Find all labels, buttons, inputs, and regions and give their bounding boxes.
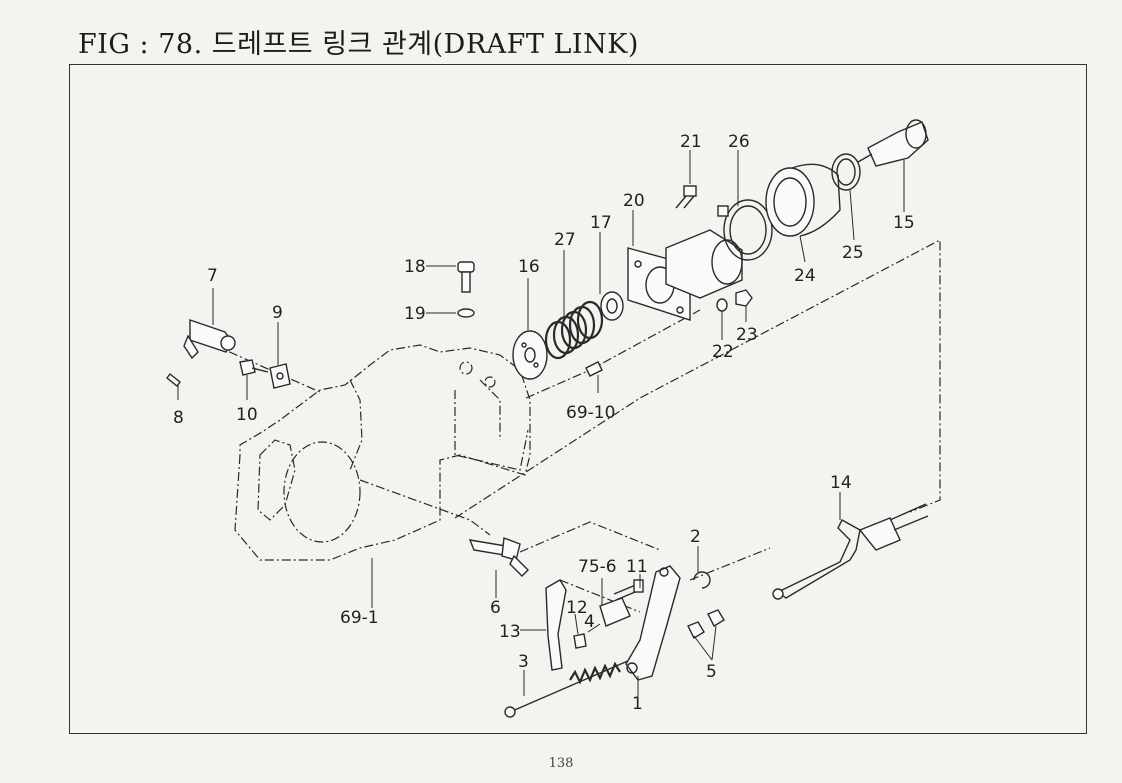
callout-5: 5 [706, 662, 717, 682]
part-15-end-fitting [857, 119, 929, 167]
part-26-clamp [717, 199, 773, 261]
part-21-bolt [675, 185, 697, 209]
callout-23: 23 [736, 325, 758, 345]
part-10-bolt [239, 359, 269, 376]
page-title: FIG : 78. 드레프트 링크 관계(DRAFT LINK) [78, 29, 639, 60]
part-7-arm [183, 319, 236, 360]
callout-26: 26 [728, 132, 750, 152]
part-9-plate [269, 363, 291, 389]
callout-69-1: 69-1 [340, 608, 379, 628]
callout-1: 1 [632, 694, 643, 714]
leader-lines [177, 150, 905, 706]
part-24-boot [765, 163, 841, 237]
callout-7: 7 [207, 266, 218, 286]
part-16-disc [512, 330, 548, 380]
callout-10: 10 [236, 405, 258, 425]
part-69-10-pin [585, 361, 603, 377]
part-8-pin [166, 373, 181, 387]
callout-21: 21 [680, 132, 702, 152]
callout-14: 14 [830, 473, 852, 493]
callout-12: 12 [566, 598, 588, 618]
part-11-bolt [613, 579, 644, 601]
transmission-housing [234, 344, 531, 561]
part-13-lever [545, 579, 567, 671]
part-23-nut [735, 289, 753, 307]
assembly-guide-lines [197, 239, 941, 613]
callout-4: 4 [584, 612, 595, 632]
callout-22: 22 [712, 342, 734, 362]
part-4-clip [599, 597, 631, 627]
callout-11: 11 [626, 557, 648, 577]
part-6-shaft [468, 537, 529, 577]
callout-27: 27 [554, 230, 576, 250]
callout-75-6: 75-6 [578, 557, 617, 577]
callout-20: 20 [623, 191, 645, 211]
callout-16: 16 [518, 257, 540, 277]
diagram-frame [69, 64, 1087, 734]
part-3-rod [504, 659, 631, 718]
callout-17: 17 [590, 213, 612, 233]
part-17-ring [600, 291, 624, 321]
part-22-washer [716, 298, 728, 312]
callout-25: 25 [842, 243, 864, 263]
callout-13: 13 [499, 622, 521, 642]
callout-19: 19 [404, 304, 426, 324]
callout-9: 9 [272, 303, 283, 323]
part-19-washer [457, 308, 475, 318]
callout-2: 2 [690, 527, 701, 547]
part-18-bolt [457, 261, 475, 293]
callout-3: 3 [518, 652, 529, 672]
part-25-ring-clip [831, 153, 861, 191]
callout-labels: 7 8 9 10 18 19 16 27 17 20 21 26 69-10 2… [173, 132, 915, 714]
part-20-cylinder [627, 229, 743, 321]
callout-18: 18 [404, 257, 426, 277]
part-12-nut [573, 633, 587, 649]
callout-6: 6 [490, 598, 501, 618]
part-14-link-rod [772, 503, 929, 600]
callout-69-10: 69-10 [566, 403, 615, 423]
page-number: 138 [548, 756, 574, 771]
part-5-nuts [687, 609, 725, 639]
part-1-bell-crank [625, 565, 681, 681]
callout-8: 8 [173, 408, 184, 428]
part-2-clip [693, 571, 711, 589]
callout-15: 15 [893, 213, 915, 233]
part-27-spring [544, 300, 604, 360]
callout-24: 24 [794, 266, 816, 286]
